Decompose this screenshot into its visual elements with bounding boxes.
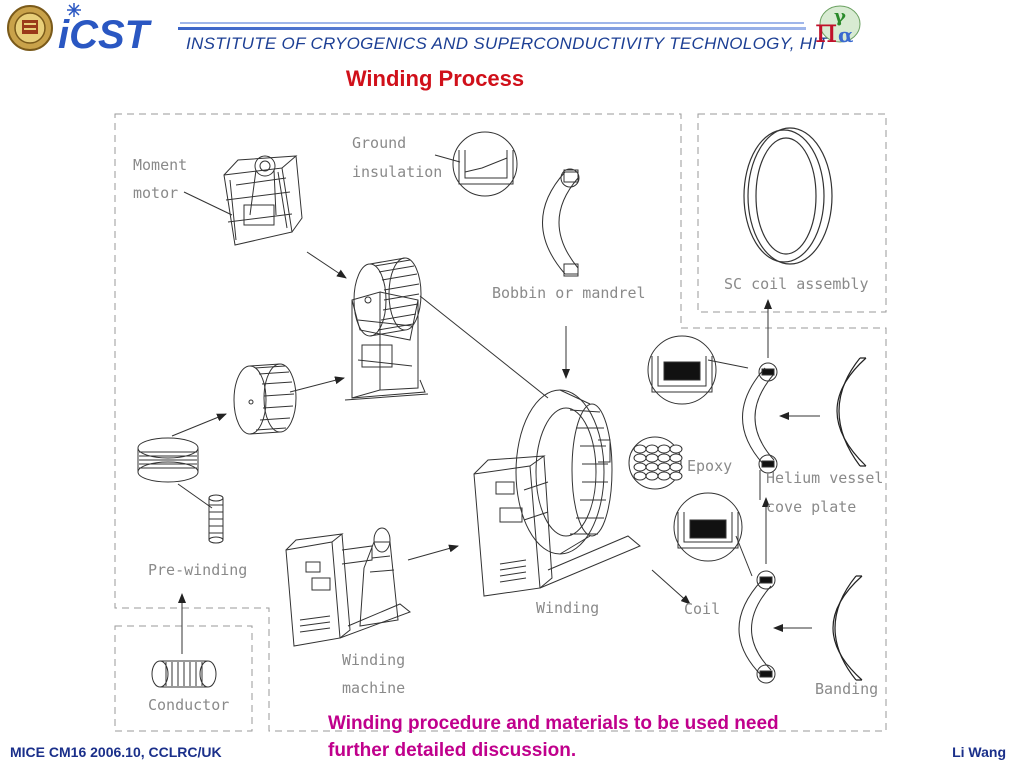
arrow-spool-to-tensioner [289,376,345,393]
leader-conductor-feed [419,295,549,399]
label-winding: Winding [536,599,599,617]
label-banding: Banding [815,680,878,698]
label-moment-motor-2: motor [133,184,178,202]
flow-arrows [171,154,820,654]
snowflake-icon [67,3,81,17]
conductor-drawing [151,660,217,688]
svg-text:π: π [815,11,837,51]
main-frame [114,113,887,732]
sc-coil-frame [697,113,887,313]
main-winding-drawing [473,389,641,597]
header-rule [178,27,806,30]
label-conductor: Conductor [148,696,229,714]
epoxy-mesh-drawing [628,436,683,490]
tensioner-drawing [344,257,429,401]
small-spool-drawing [208,494,224,544]
university-emblem [7,5,53,51]
label-helium-vessel-2: cove plate [766,498,856,516]
svg-text:α: α [838,23,853,47]
arrow-prewind-to-spool [171,413,227,437]
label-prewinding: Pre-winding [148,561,247,579]
discussion-note-line-2: further detailed discussion. [328,740,577,761]
label-sc-coil-assembly: SC coil assembly [724,275,869,293]
bobbin-drawing [542,168,580,277]
label-epoxy: Epoxy [687,457,732,475]
label-bobbin: Bobbin or mandrel [492,284,646,302]
pi-logo: π γ α [815,5,861,51]
discussion-note-line-1: Winding procedure and materials to be us… [328,713,779,734]
helium-vessel-plate-drawing [836,357,867,467]
process-frames [114,113,887,732]
header: iCST INSTITUTE OF CRYOGENICS AND SUPERCO… [7,3,861,57]
label-helium-vessel-1: Helium vessel [766,469,883,487]
ground-insulation-detail [452,131,518,197]
winding-machine-drawing [285,527,412,647]
footer-author: Li Wang [952,744,1006,760]
footer-meeting-info: MICE CM16 2006.10, CCLRC/UK [10,744,222,760]
spool-drawing [233,363,297,435]
label-ground-insulation-1: Ground [352,134,406,152]
leader-prewind-small-spool [177,483,213,509]
arrow-winding-to-coil [651,569,691,605]
leader-ground-insulation [434,154,461,163]
leader-detail-top [707,359,749,369]
coil-ring-bottom [738,570,776,684]
prewinding-spool-drawing [137,437,199,483]
institute-name: INSTITUTE OF CRYOGENICS AND SUPERCONDUCT… [186,34,829,53]
leader-moment-motor [183,191,233,216]
label-coil: Coil [684,600,720,618]
icst-logo-text: iCST [58,13,153,57]
slide-title: Winding Process [345,66,525,91]
discussion-note: Winding procedure and materials to be us… [328,710,888,764]
leader-detail-bottom [735,535,753,577]
label-moment-motor-1: Moment [133,156,187,174]
label-ground-insulation-2: insulation [352,163,442,181]
coil-section-detail-bottom [673,492,743,562]
sc-coil-assembly-drawing [743,127,833,265]
moment-motor-drawing [223,155,303,246]
diagram-labels: Moment motor Ground insulation Bobbin or… [133,134,883,714]
label-winding-machine-1: Winding [342,651,405,669]
coil-ring-top [742,362,778,474]
arrow-machine-to-winding [407,544,459,561]
coil-section-detail-top [647,335,717,405]
svg-text:γ: γ [834,6,846,27]
arrow-motor-to-tensioner [306,251,347,279]
label-winding-machine-2: machine [342,679,405,697]
banding-drawing [832,575,863,681]
